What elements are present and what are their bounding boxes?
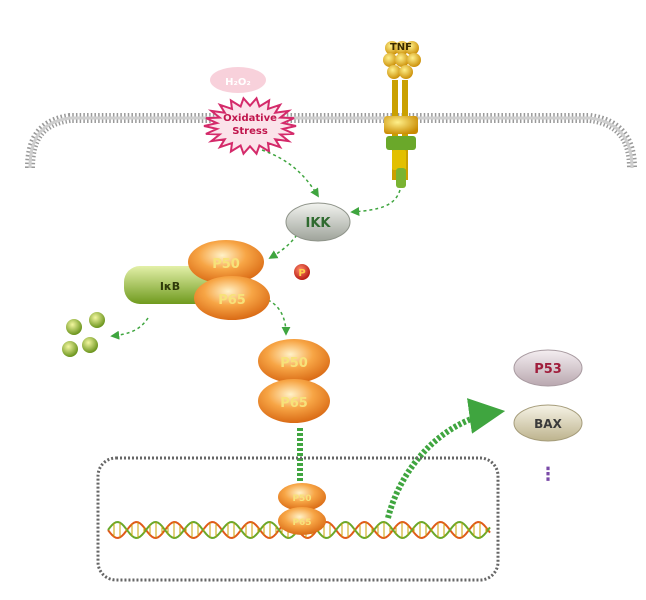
oxidative-stress-label-line1: Oxidative (223, 113, 277, 124)
p50-label-complex: P50 (212, 257, 240, 272)
p53-label: P53 (534, 362, 562, 377)
p65-label-free: P65 (280, 396, 308, 411)
tnf-receptor (383, 41, 421, 188)
ikb-label: IκB (160, 280, 180, 293)
arrow-complex-to-free (267, 299, 291, 336)
p53-node (513, 349, 583, 387)
p65-node-nucleus (278, 507, 326, 535)
phosphate-badge (294, 264, 310, 280)
h2o2-label: H₂O₂ (225, 77, 251, 88)
more-targets-ellipsis: ⋮ (539, 464, 557, 485)
p65-label-complex: P65 (218, 293, 246, 308)
p65-node-complex (194, 276, 270, 320)
arrow-transcription (385, 398, 506, 519)
ikk-label: IKK (306, 216, 332, 231)
bax-label: BAX (534, 417, 562, 431)
tnf-label: TNF (390, 42, 412, 53)
p50-node-complex (188, 240, 264, 284)
bax-node (513, 404, 583, 442)
p50-label-nucleus: P50 (292, 494, 311, 504)
arrow-tnf-to-ikk (350, 189, 401, 216)
degraded-ikb-fragments (62, 312, 105, 357)
p50-node-nucleus (278, 483, 326, 511)
p65-node-free (258, 379, 330, 423)
ikk-node (285, 202, 351, 242)
oxidative-stress-label-line2: Stress (232, 126, 268, 137)
arrow-ikb-degradation (110, 317, 149, 340)
nucleus (96, 456, 500, 582)
phosphate-label: P (298, 268, 305, 279)
p50-label-free: P50 (280, 356, 308, 371)
p50-node-free (258, 339, 330, 383)
oxidative-stress-burst (203, 67, 297, 156)
arrow-ikk-to-complex (268, 229, 301, 259)
cell-membrane (25, 113, 637, 169)
arrow-stress-to-ikk (261, 149, 319, 198)
p65-label-nucleus: P65 (292, 518, 311, 528)
